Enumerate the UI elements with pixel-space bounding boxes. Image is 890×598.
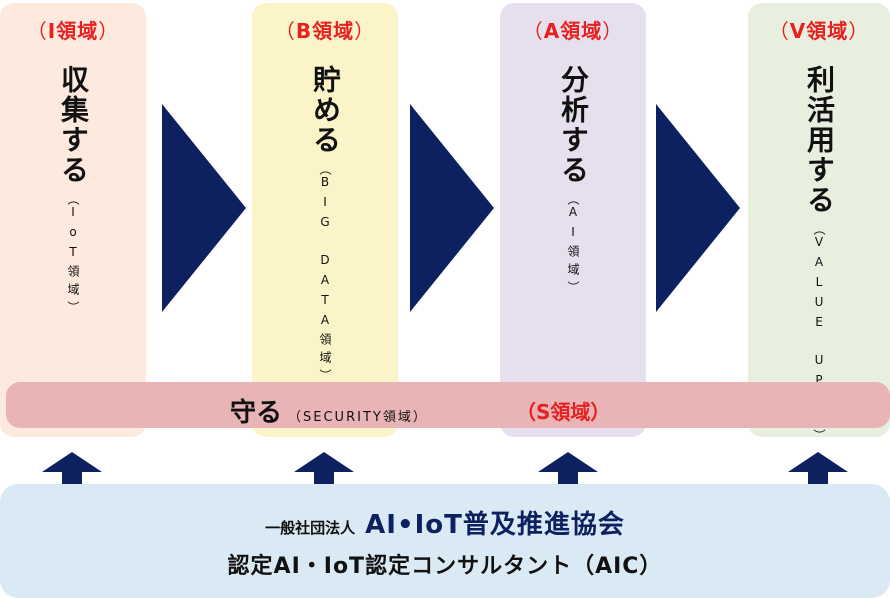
flow-arrow-right-icon xyxy=(656,104,740,312)
column-title: 利活用する xyxy=(803,65,836,215)
column-vertical-text: 貯める （BIG DATA領域） xyxy=(308,65,342,381)
organization-prefix: 一般社団法人 xyxy=(265,519,356,537)
column-vertical-text: 収集する （IoT領域） xyxy=(56,65,90,313)
column-a-domain: （A領域） 分析する （AI領域） xyxy=(500,3,646,437)
certification-title: 認定AI・IoT認定コンサルタント（AIC） xyxy=(227,554,663,579)
column-vertical-text: 分析する （AI領域） xyxy=(556,65,590,293)
column-v-domain: （V領域） 利活用する （VALUE UP領域） xyxy=(748,3,890,441)
column-tag: （B領域） xyxy=(274,19,376,43)
security-label: 守る （SECURITY領域） xyxy=(230,392,428,429)
security-title: 守る xyxy=(230,398,283,428)
column-i-domain: （I領域） 収集する （IoT領域） xyxy=(0,3,146,437)
security-tag: （S領域） xyxy=(516,400,611,424)
column-title: 貯める xyxy=(309,65,342,155)
column-b-domain: （B領域） 貯める （BIG DATA領域） xyxy=(252,3,398,437)
column-subtitle: （BIG DATA領域） xyxy=(318,163,332,381)
flow-arrow-right-icon xyxy=(162,104,246,312)
flow-arrow-right-icon xyxy=(410,104,494,312)
security-band xyxy=(6,382,890,428)
column-title: 分析する xyxy=(557,65,590,185)
column-subtitle: （AI領域） xyxy=(566,193,580,293)
column-subtitle: （VALUE UP領域） xyxy=(812,223,826,441)
column-tag: （A領域） xyxy=(522,19,624,43)
security-subtitle: （SECURITY領域） xyxy=(288,410,428,425)
column-subtitle: （IoT領域） xyxy=(66,193,80,313)
column-vertical-text: 利活用する （VALUE UP領域） xyxy=(802,65,836,441)
column-tag: （V領域） xyxy=(768,19,870,43)
organization-heading: 一般社団法人 AI•IoT普及推進協会 xyxy=(0,504,890,541)
column-tag: （I領域） xyxy=(26,19,120,43)
organization-box xyxy=(0,484,890,598)
organization-name: AI•IoT普及推進協会 xyxy=(365,510,625,540)
column-title: 収集する xyxy=(57,65,90,185)
